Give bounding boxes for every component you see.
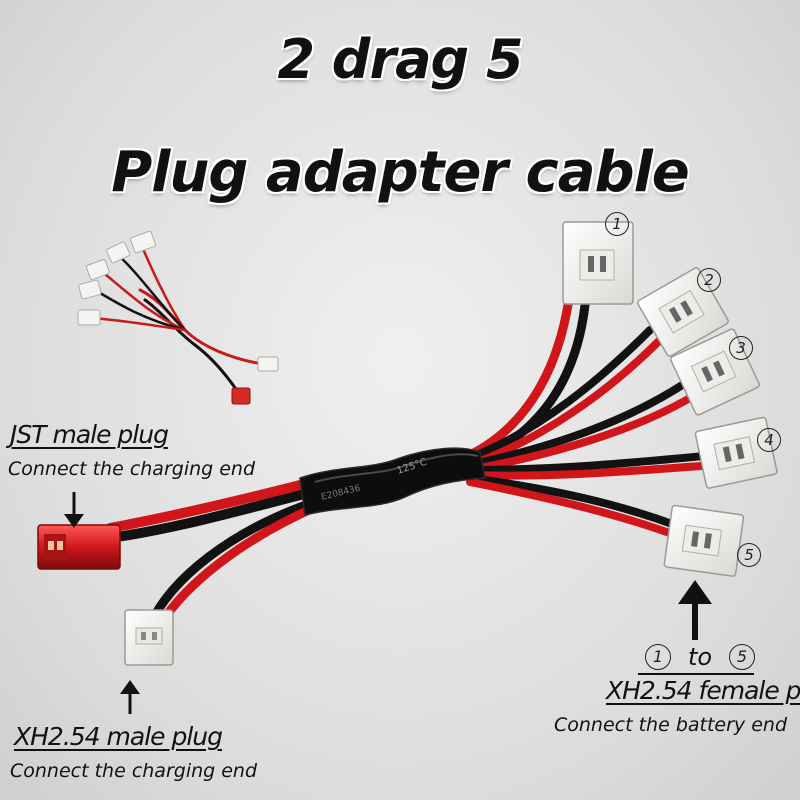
arrow-down-icon <box>64 492 84 528</box>
plug-number-3: 3 <box>729 336 753 360</box>
plug-number-2: 2 <box>697 268 721 292</box>
main-wires <box>105 300 719 630</box>
jst-plug-title: JST male plug <box>10 420 169 449</box>
plug-number-4: 4 <box>757 428 781 452</box>
xh254-female-plug-1 <box>562 221 634 305</box>
range-word: to <box>688 643 713 671</box>
range-end-number: 5 <box>729 644 755 670</box>
xh-male-plug-title: XH2.54 male plug <box>14 722 223 751</box>
range-start-number: 1 <box>645 644 671 670</box>
headline-line-2: Plug adapter cable <box>111 140 690 205</box>
jst-male-plug <box>37 524 121 570</box>
headline-line-1: 2 drag 5 <box>277 28 523 91</box>
plug-number-5: 5 <box>737 543 761 567</box>
arrow-up-icon <box>120 680 140 714</box>
heat-shrink-sleeve <box>299 447 486 516</box>
arrow-up-large-icon <box>678 580 712 640</box>
xh254-male-plug <box>124 609 174 666</box>
plug-number-1: 1 <box>605 212 629 236</box>
range-underline <box>638 673 754 675</box>
xh-male-plug-caption: Connect the charging end <box>10 760 258 782</box>
jst-plug-caption: Connect the charging end <box>8 458 256 480</box>
xh-female-plug-title: XH2.54 female plug <box>606 676 800 705</box>
xh254-female-plug-5 <box>663 504 745 577</box>
xh-female-plug-caption: Connect the battery end <box>554 714 788 736</box>
thumbnail-cable <box>77 230 279 405</box>
